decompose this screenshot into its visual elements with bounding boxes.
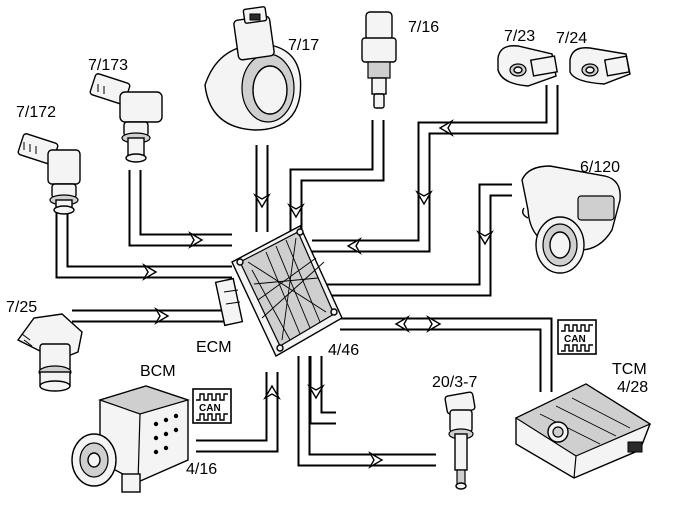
label-tcm: TCM [612,361,647,378]
pipe-bcm-fill [196,372,277,451]
pipe-7-23-24-outline [312,85,559,253]
label-4-28: 4/28 [617,379,648,396]
knock-sensor-icon [569,47,631,85]
component-labels: 7/172 7/173 7/17 7/16 7/23 7/24 6/120 7/… [6,19,648,478]
arrow-down [307,384,325,400]
label-7-17: 7/17 [288,37,319,54]
crankshaft-sensor-icon [16,313,83,392]
mass-airflow-sensor-icon [204,6,302,131]
throttle-body-icon [521,165,621,274]
label-4-46: 4/46 [328,342,359,359]
pipe-7-23-24-fill [312,85,557,251]
label-7-173: 7/173 [88,57,128,74]
can-label: CAN [564,334,586,345]
can-bus-symbol: CAN [192,388,232,424]
pipe-bottom-outline [297,356,436,467]
pipe-7-16-fill [291,120,383,232]
arrow-right [188,231,204,249]
arrow-down [476,230,494,246]
label-7-25: 7/25 [6,299,37,316]
arrow-left [438,119,454,137]
label-bcm: BCM [140,363,176,380]
label-7-24: 7/24 [556,30,587,47]
bcm-module-icon [71,385,191,493]
label-20-3-7: 20/3-7 [432,374,477,391]
label-4-16: 4/16 [186,461,217,478]
can-label: CAN [199,403,221,414]
arrow-right [154,307,170,325]
pipe-coil-fill [311,356,336,423]
pipe-7-172-fill [57,212,232,277]
pipe-bottom-fill [299,356,436,465]
tcm-module-icon [514,383,652,479]
pipe-7-173-outline [128,170,232,247]
arrow-down [287,203,305,219]
knock-sensor-icon [497,45,559,87]
label-ecm: ECM [196,339,232,356]
arrow-left [346,237,362,255]
can-bus-symbol: CAN [557,319,597,355]
arrow-right [142,263,158,281]
arrow-left [394,315,410,333]
arrow-right [426,315,442,333]
arrow-up [263,384,281,400]
arrow-right [368,451,384,469]
pipe-7-173-fill [130,170,232,245]
label-6-120: 6/120 [580,159,620,176]
label-7-172: 7/172 [16,104,56,121]
label-7-16: 7/16 [408,19,439,36]
ecm-control-unit-icon [214,225,343,357]
arrow-down [253,193,271,209]
arrow-down [415,190,433,206]
camshaft-sensor-icon [89,73,163,163]
direction-arrows [142,119,494,469]
label-7-23: 7/23 [504,28,535,45]
pipe-tcm-fill [340,319,551,392]
coolant-temp-sensor-icon [361,11,397,109]
ignition-coil-icon [444,391,476,490]
camshaft-sensor-icon [17,133,81,215]
